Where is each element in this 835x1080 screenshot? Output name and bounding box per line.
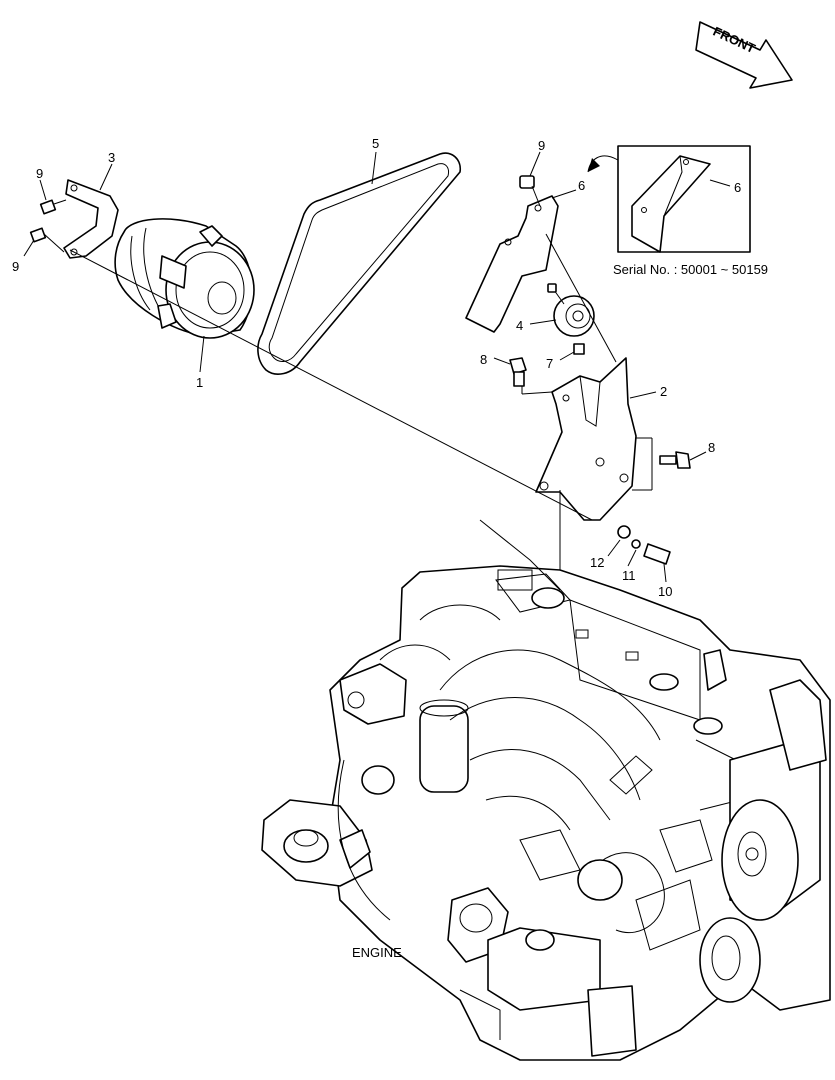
assembly-line-pulley bbox=[69, 249, 593, 521]
inset-callout-6: 6 bbox=[734, 180, 741, 195]
callout-7: 7 bbox=[546, 356, 553, 371]
bolt-part-8-left: 8 bbox=[480, 352, 527, 387]
engine-assembly bbox=[261, 519, 831, 1061]
idler-pulley-part-4: 4 bbox=[516, 283, 595, 337]
assembly-line-bolt8 bbox=[521, 391, 553, 395]
callout-8-right: 8 bbox=[708, 440, 715, 455]
callout-9-top-right: 9 bbox=[538, 138, 545, 153]
callout-1: 1 bbox=[196, 375, 203, 390]
callout-12: 12 bbox=[590, 555, 604, 570]
nut-part-7: 7 bbox=[546, 343, 585, 371]
bracket-part-3: 3 bbox=[63, 150, 119, 259]
callout-10: 10 bbox=[658, 584, 672, 599]
bolt-part-9-bottom: 9 bbox=[12, 227, 65, 274]
bracket-part-6: 6 bbox=[465, 178, 585, 333]
callout-4: 4 bbox=[516, 318, 523, 333]
callout-11: 11 bbox=[622, 568, 636, 583]
inset-box: 6 bbox=[587, 145, 751, 253]
bolt-part-10: 10 bbox=[643, 543, 672, 599]
callout-9-bottom-left: 9 bbox=[12, 259, 19, 274]
callout-9-top-left: 9 bbox=[36, 166, 43, 181]
callout-2: 2 bbox=[660, 384, 667, 399]
callout-3: 3 bbox=[108, 150, 115, 165]
bolt-part-8-right: 8 bbox=[659, 440, 715, 469]
callout-5: 5 bbox=[372, 136, 379, 151]
callout-8-left: 8 bbox=[480, 352, 487, 367]
serial-label: Serial No. : 50001 ~ 50159 bbox=[613, 262, 768, 277]
engine-label: ENGINE bbox=[352, 945, 402, 960]
front-arrow: FRONT bbox=[695, 21, 793, 89]
compressor-part-1: 1 bbox=[114, 218, 255, 390]
callout-6: 6 bbox=[578, 178, 585, 193]
bolt-part-9-top: 9 bbox=[36, 166, 67, 215]
belt-part-5: 5 bbox=[257, 136, 462, 375]
assembly-line-bracket bbox=[545, 233, 617, 363]
bracket-part-2: 2 bbox=[535, 357, 667, 521]
washer-part-12: 12 bbox=[590, 525, 631, 570]
lock-washer-part-11: 11 bbox=[622, 539, 641, 583]
bolt-part-9-top-right: 9 bbox=[519, 138, 545, 207]
